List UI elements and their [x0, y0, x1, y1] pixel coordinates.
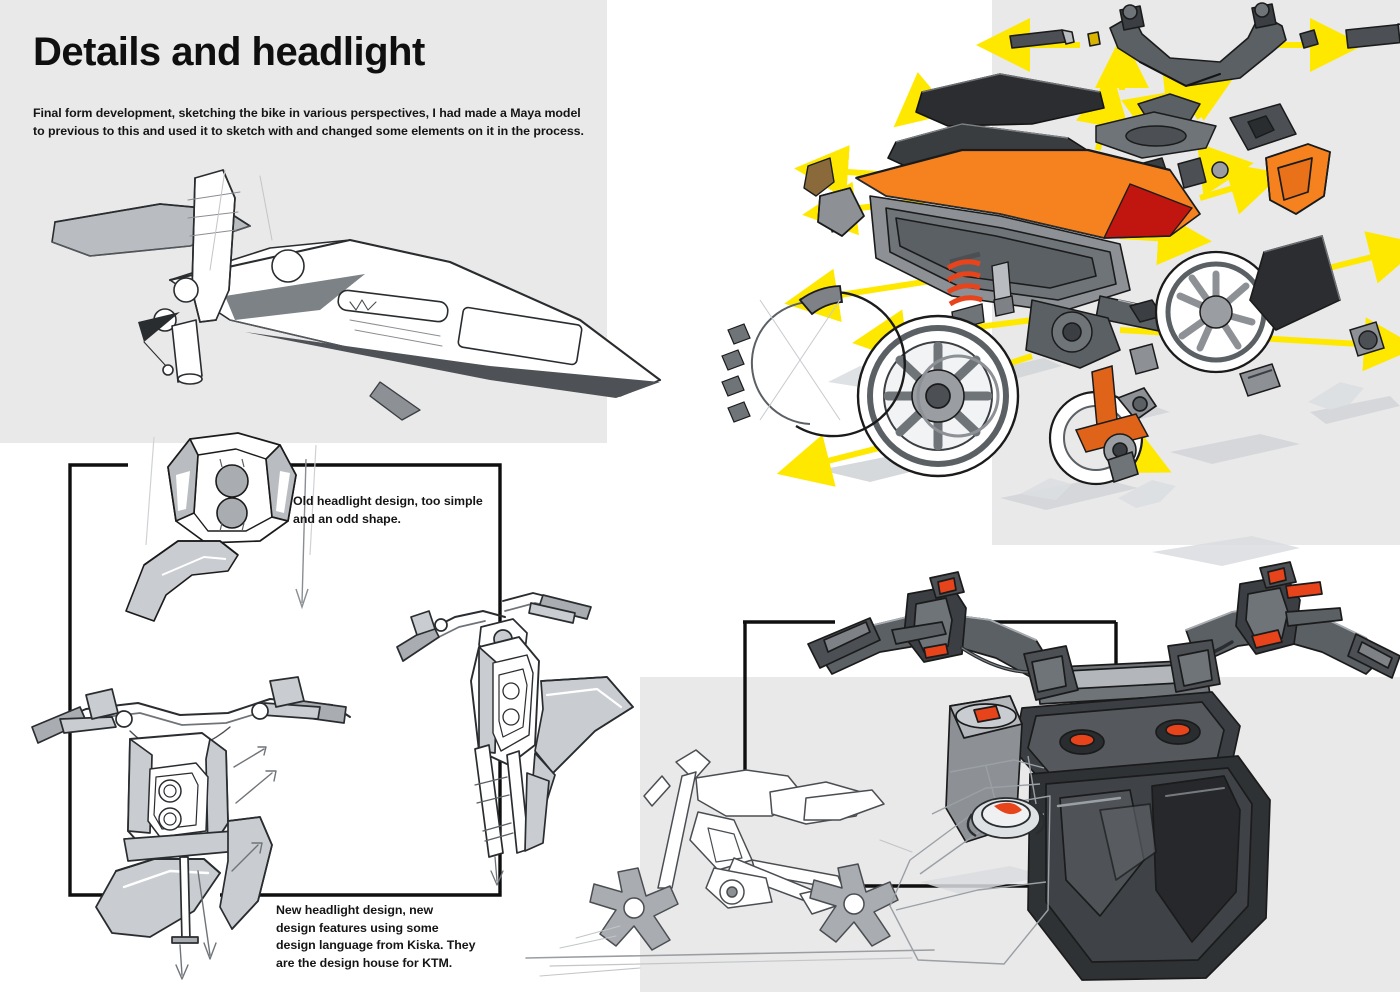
page-title: Details and headlight — [33, 30, 425, 74]
intro-paragraph: Final form development, sketching the bi… — [33, 106, 584, 138]
old-headlight-sketch — [120, 425, 360, 625]
side-silhouette-sketch — [520, 720, 940, 992]
fork-detail-sketch — [385, 585, 635, 886]
top-left-tail-sketch — [20, 169, 700, 440]
exploded-assembly-artwork — [700, 0, 1400, 560]
cockpit-render-artwork — [800, 536, 1400, 981]
front-view-headlight-sketch — [20, 655, 360, 985]
callout-old-headlight: Old headlight design, too simple and an … — [293, 494, 483, 526]
callout-new-headlight: New headlight design, new design feature… — [276, 903, 476, 970]
